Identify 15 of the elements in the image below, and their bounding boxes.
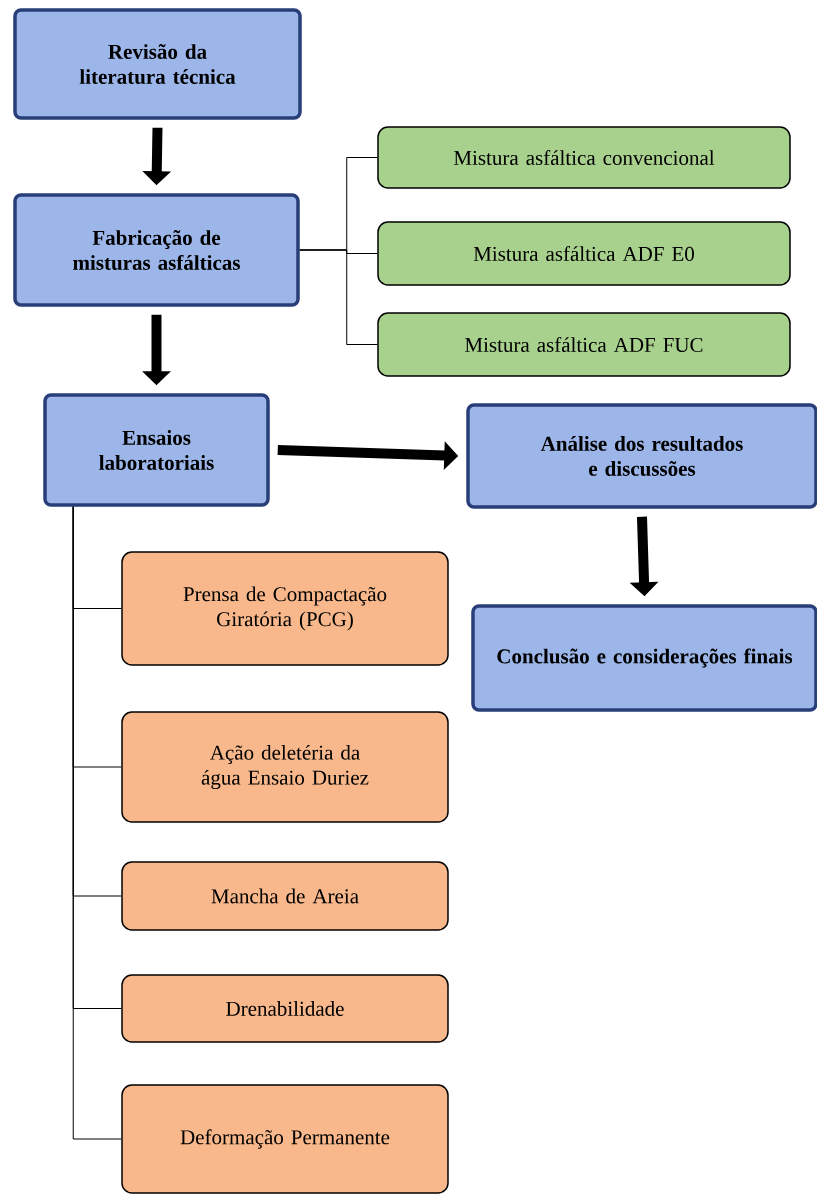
mixture-box: Mistura asfáltica convencional [377, 126, 791, 189]
test-box: Drenabilidade [121, 974, 449, 1043]
step-box: Fabricação de misturas asfálticas [13, 193, 300, 307]
test-box: Deformação Permanente [121, 1084, 449, 1194]
step-box: Ensaios laboratoriais [43, 393, 270, 507]
connector-line [299, 249, 378, 345]
test-box: Mancha de Areia [121, 861, 449, 931]
step-box: Revisão da literatura técnica [13, 8, 302, 120]
mixture-box: Mistura asfáltica ADF FUC [377, 312, 791, 377]
test-box: Ação deletéria da água Ensaio Duriez [121, 711, 449, 823]
test-box: Prensa de Compactação Giratória (PCG) [121, 551, 449, 666]
mixture-box: Mistura asfáltica ADF E0 [377, 221, 791, 286]
step-box: Conclusão e considerações finais [471, 604, 817, 712]
step-box: Análise dos resultados e discussões [466, 403, 817, 509]
connector-line [72, 506, 122, 1140]
